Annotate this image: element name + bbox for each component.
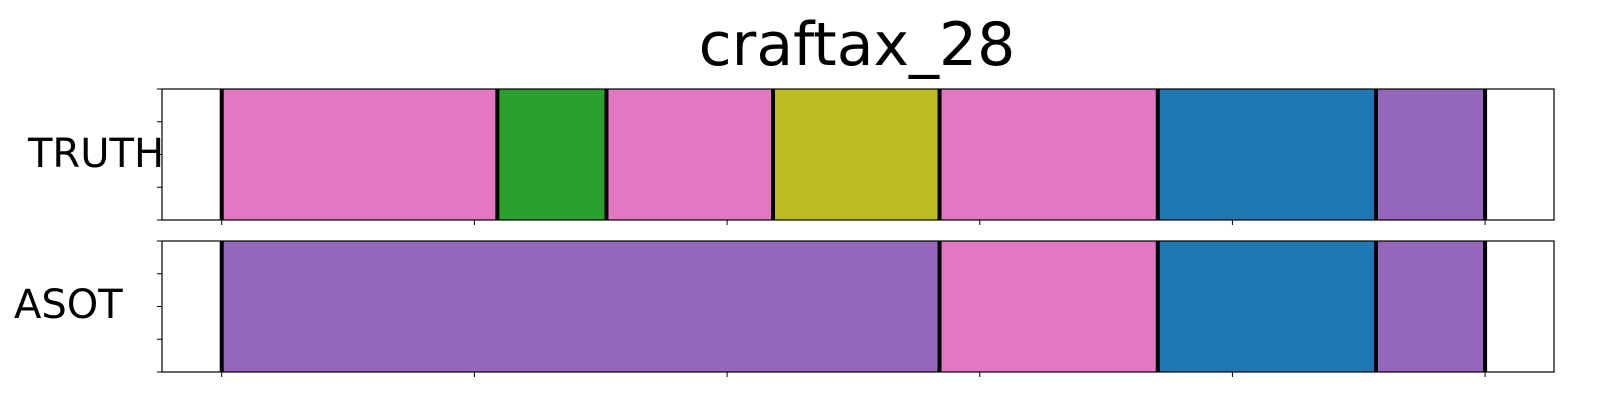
truth-segment-4	[773, 89, 940, 220]
truth-segment-7	[1375, 89, 1486, 220]
truth-boundaries	[219, 89, 1488, 220]
row-label-truth: TRUTH	[27, 131, 164, 177]
asot-segment-4	[1375, 241, 1486, 372]
asot-row: ASOT	[14, 240, 1555, 377]
truth-ticks	[157, 88, 1486, 225]
row-label-asot: ASOT	[14, 282, 123, 328]
chart-title: craftax_28	[699, 10, 1016, 80]
asot-segment-1	[221, 241, 940, 372]
asot-segment-2	[939, 241, 1158, 372]
truth-segment-3	[606, 89, 774, 220]
truth-segment-1	[221, 89, 498, 220]
truth-segment-6	[1157, 89, 1376, 220]
asot-boundaries	[219, 241, 1488, 372]
truth-segment-5	[939, 89, 1158, 220]
asot-segments	[221, 241, 1486, 372]
truth-row: TRUTH	[27, 88, 1555, 225]
asot-ticks	[157, 240, 1486, 377]
asot-segment-3	[1157, 241, 1376, 372]
truth-segments	[221, 89, 1486, 220]
truth-segment-2	[497, 89, 607, 220]
